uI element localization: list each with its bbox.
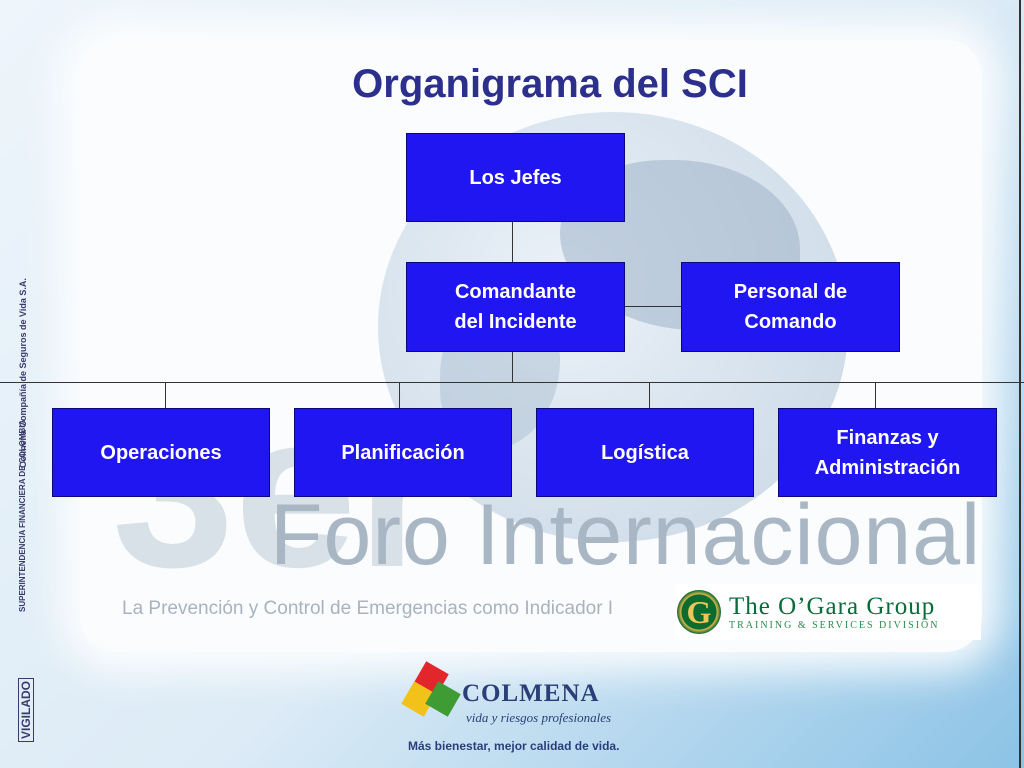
connector-comandante-personal	[624, 306, 682, 307]
colmena-slogan: Más bienestar, mejor calidad de vida.	[408, 739, 620, 753]
org-box-label: Los Jefes	[469, 166, 562, 189]
sidebar-superintendencia: SUPERINTENDENCIA FINANCIERA DE COLOMBIA	[18, 419, 27, 612]
org-box-label-line1: Comandante	[454, 281, 577, 303]
org-box-los-jefes: Los Jefes	[406, 133, 625, 222]
org-box-label-line2: Comando	[744, 311, 837, 333]
org-box-label-line1: Personal de	[733, 281, 848, 303]
org-box-label: Planificación	[341, 441, 465, 464]
ogara-g-icon: G	[677, 590, 721, 634]
connector-bus-finanzas	[875, 382, 876, 408]
org-box-label-line2: del Incidente	[454, 311, 577, 333]
org-box-operaciones: Operaciones	[52, 408, 270, 497]
right-edge-line	[1019, 0, 1021, 768]
ogara-group-logo: G The O’Gara Group TRAINING & SERVICES D…	[674, 584, 981, 640]
colmena-tagline: vida y riesgos profesionales	[466, 710, 612, 725]
org-box-personal-comando: Personal de Comando	[681, 262, 900, 352]
connector-comandante-bus	[512, 351, 513, 383]
org-box-label-line1: Finanzas y	[836, 426, 939, 449]
org-box-label: Operaciones	[100, 441, 222, 464]
org-box-label-line2: Administración	[814, 456, 961, 479]
sidebar-vigilado: VIGILADO	[18, 677, 34, 742]
watermark-foro: Foro Internacional	[270, 487, 982, 583]
connector-bus-operaciones	[165, 382, 166, 408]
page-title: Organigrama del SCI	[352, 62, 748, 106]
ogara-division: TRAINING & SERVICES DIVISION	[729, 619, 940, 631]
org-box-finanzas: Finanzas y Administración	[778, 408, 997, 497]
colmena-name: COLMENA	[462, 680, 600, 707]
connector-bus-planificacion	[399, 382, 400, 408]
org-box-comandante: Comandante del Incidente	[406, 262, 625, 352]
org-box-logistica: Logística	[536, 408, 754, 497]
org-box-label: Logística	[601, 441, 689, 464]
connector-bus-logistica	[649, 382, 650, 408]
watermark-subtitle: La Prevención y Control de Emergencias c…	[122, 598, 614, 619]
ogara-name: The O’Gara Group	[729, 592, 936, 620]
colmena-logo: COLMENA vida y riesgos profesionales Más…	[401, 661, 634, 754]
org-box-planificacion: Planificación	[294, 408, 512, 497]
connector-horizontal-bus	[0, 382, 1024, 383]
connector-jefes-comandante	[512, 221, 513, 263]
